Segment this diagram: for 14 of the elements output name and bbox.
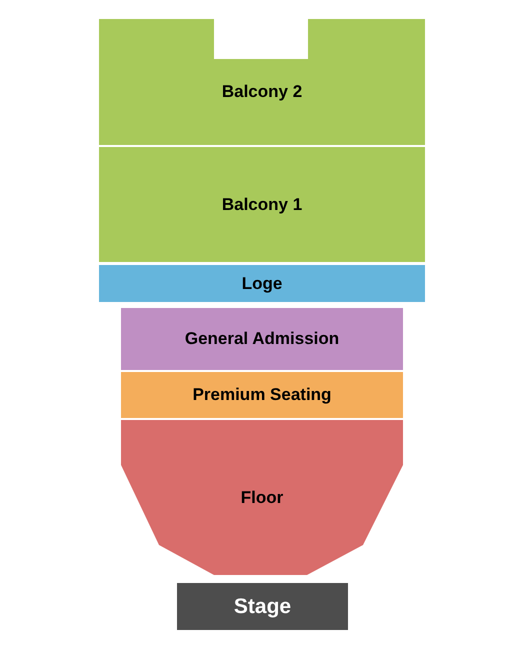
- floor-section: [121, 420, 403, 575]
- section-label: Floor: [240, 486, 284, 509]
- loge-section: [99, 265, 425, 302]
- section-label: Balcony 2: [222, 81, 302, 104]
- section-label: Premium Seating: [192, 384, 332, 406]
- section-label: General Admission: [184, 328, 340, 350]
- section-label: Loge: [242, 272, 282, 295]
- section-label: Balcony 1: [222, 194, 302, 216]
- balcony-section: [99, 19, 425, 145]
- balcony-section: [99, 147, 425, 262]
- stage: [177, 583, 348, 630]
- seating-section: [121, 372, 403, 418]
- section-label: Stage: [234, 594, 292, 620]
- admission-section: [121, 308, 403, 370]
